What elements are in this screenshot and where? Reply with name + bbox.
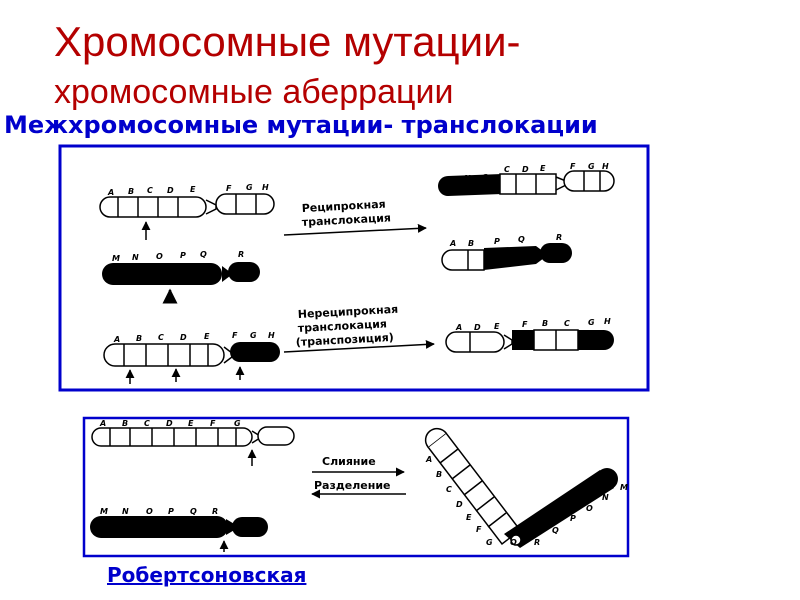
gene-label: H	[604, 317, 611, 326]
gene-label: R	[212, 507, 218, 516]
gene-label: G	[588, 318, 595, 327]
arrow-fission: Разделение	[311, 479, 406, 499]
arrow-fusion: Слияние	[312, 455, 405, 477]
chromosome-adefbcgh-result: A D E F B C G H	[445, 317, 614, 353]
gene-label: F	[226, 184, 232, 193]
gene-label: O	[586, 504, 593, 513]
gene-label: F	[476, 525, 482, 534]
gene-label: A	[455, 323, 462, 332]
gene-label: B	[122, 419, 128, 428]
gene-label: A	[449, 239, 456, 248]
arrow-label: (транспозиция)	[295, 331, 394, 349]
gene-label: Q	[190, 507, 197, 516]
gene-label: O	[146, 507, 153, 516]
gene-label: P	[494, 237, 500, 246]
gene-label: M	[620, 483, 628, 492]
diagram2-frame	[82, 416, 630, 558]
gene-label: B	[128, 187, 134, 196]
gene-label: D	[522, 165, 529, 174]
gene-label: N	[132, 253, 139, 262]
gene-label: P	[168, 507, 174, 516]
gene-label: G	[486, 538, 493, 547]
gene-label: N	[122, 507, 129, 516]
gene-label: D	[474, 323, 481, 332]
gene-label: F	[232, 331, 238, 340]
gene-label: G	[588, 162, 595, 171]
gene-label: M	[112, 254, 120, 263]
gene-label: R	[556, 233, 562, 242]
gene-label: P	[180, 251, 186, 260]
gene-label: O	[482, 173, 489, 182]
gene-label: A	[113, 335, 120, 344]
gene-label: A	[99, 419, 106, 428]
gene-label: Q	[518, 235, 525, 244]
gene-label: M	[100, 507, 108, 516]
gene-label: P	[570, 514, 576, 523]
chromosome-mnocdefgh-result: M N O C D E F G H	[438, 162, 615, 196]
gene-label: M	[446, 176, 454, 185]
chromosome-mnopqr-acrocentric: M N O P Q R	[90, 507, 268, 552]
arrow-label: транслокация	[297, 317, 387, 335]
gene-label: C	[504, 165, 510, 174]
gene-label: E	[466, 513, 472, 522]
gene-label: F	[522, 320, 528, 329]
gene-label: B	[136, 334, 142, 343]
gene-label: F	[210, 419, 216, 428]
gene-label: H	[268, 331, 275, 340]
arrow-reciprocal-translocation: Реципрокная транслокация	[283, 198, 427, 236]
gene-label: O	[510, 538, 517, 547]
slide-title-line2: хромосомные аберрации	[54, 73, 454, 111]
gene-label: B	[436, 470, 442, 479]
gene-label: D	[180, 333, 187, 342]
gene-label: C	[144, 419, 150, 428]
gene-label: E	[494, 322, 500, 331]
gene-label: C	[158, 333, 164, 342]
gene-label: E	[188, 419, 194, 428]
gene-label: N	[602, 493, 609, 502]
slide-title: Хромосомные мутации-	[54, 18, 521, 65]
robertsonian-caption: Робертсоновская	[107, 563, 307, 587]
gene-label: Q	[552, 526, 559, 535]
arrow-label: Слияние	[322, 455, 376, 468]
gene-label: B	[468, 239, 474, 248]
arrow-label: Разделение	[314, 479, 391, 492]
gene-label: O	[156, 252, 163, 261]
gene-label: G	[234, 419, 241, 428]
gene-label: B	[542, 319, 548, 328]
chromosome-robertsonian-fused: A B C D E F G O R Q P O N M	[424, 427, 628, 548]
slide-subtitle: Межхромосомные мутации- транслокации	[4, 111, 598, 139]
gene-label: A	[425, 455, 432, 464]
gene-label: D	[456, 500, 463, 509]
gene-label: G	[250, 331, 257, 340]
gene-label: D	[167, 186, 174, 195]
chromosome-mnopqr-mid: M N O P Q R	[102, 250, 260, 304]
gene-label: E	[540, 164, 546, 173]
arrow-label: транслокация	[301, 211, 391, 229]
gene-label: G	[246, 183, 253, 192]
chromosome-abpqr-result: A B P Q R	[441, 233, 572, 271]
gene-label: C	[564, 319, 570, 328]
chromosome-abcdefg-acrocentric: A B C D E F G	[91, 419, 295, 466]
gene-label: F	[570, 162, 576, 171]
chromosome-abcdefgh-bottom: A B C D E F G H	[103, 331, 280, 384]
gene-label: C	[446, 485, 452, 494]
gene-label: Q	[200, 250, 207, 259]
chromosome-abcdefgh-top: A B C D E F G H	[99, 183, 275, 240]
gene-label: E	[204, 332, 210, 341]
gene-label: H	[262, 183, 269, 192]
gene-label: H	[602, 162, 609, 171]
gene-label: R	[238, 250, 244, 259]
gene-label: R	[534, 538, 540, 547]
arrow-nonreciprocal-translocation: Нереципрокная транслокация (транспозиция…	[283, 303, 435, 353]
arrow-label: Нереципрокная	[297, 303, 398, 321]
gene-label: N	[464, 174, 471, 183]
diagram1-frame	[58, 144, 650, 392]
gene-label: C	[147, 186, 153, 195]
gene-label: D	[166, 419, 173, 428]
gene-label: E	[190, 185, 196, 194]
gene-label: A	[107, 188, 114, 197]
arrow-label: Реципрокная	[301, 198, 386, 215]
